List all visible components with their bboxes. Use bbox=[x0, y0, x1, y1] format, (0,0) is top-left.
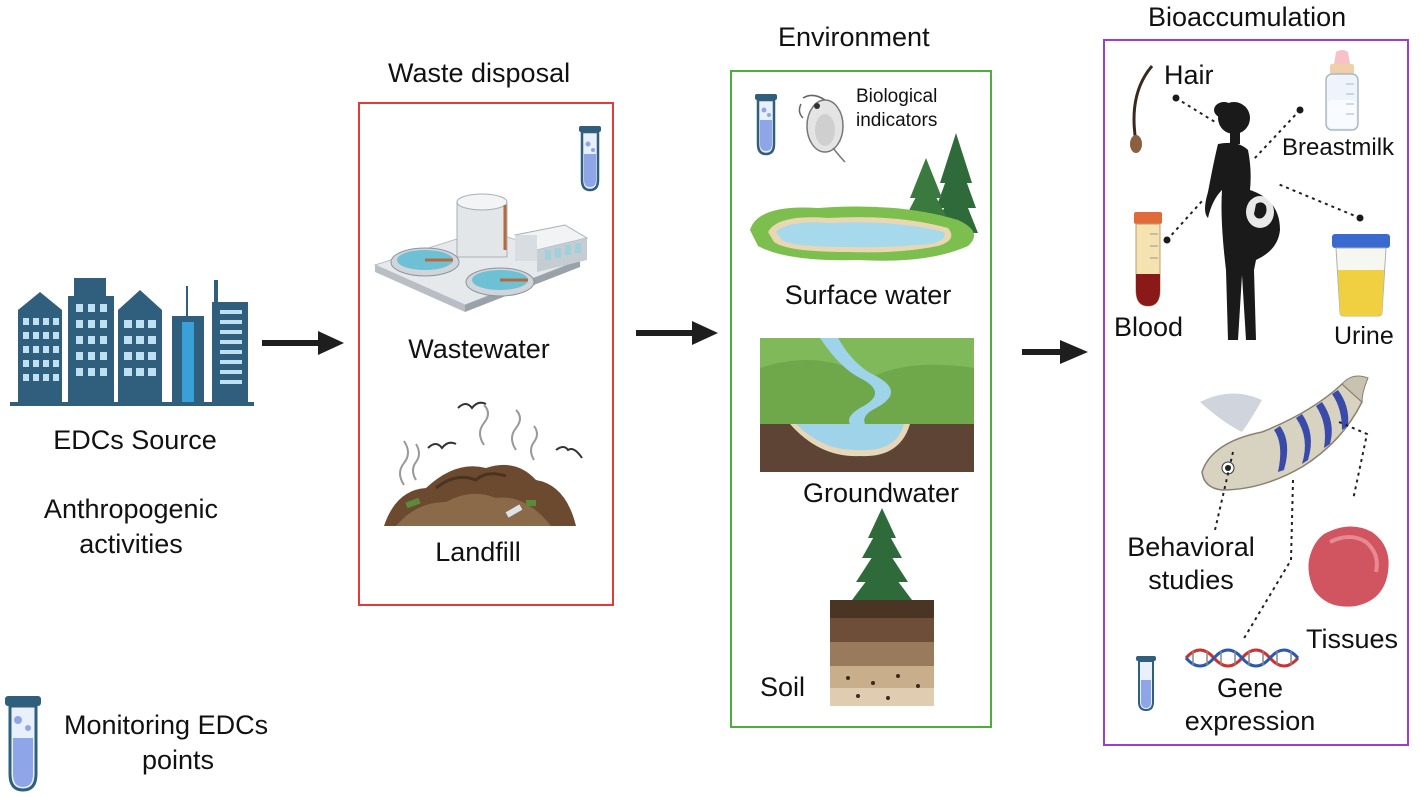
test-tube-icon bbox=[579, 126, 601, 192]
studies-label: studies bbox=[1148, 565, 1234, 595]
hair-icon bbox=[1130, 65, 1154, 153]
tissue-icon bbox=[1308, 526, 1389, 607]
dna-icon bbox=[1184, 648, 1300, 668]
groundwater-icon bbox=[760, 338, 974, 472]
human-connector-lines bbox=[1163, 94, 1364, 244]
waste-disposal-title: Waste disposal bbox=[388, 58, 571, 88]
blood-label: Blood bbox=[1114, 312, 1184, 342]
legend-test-tube-icon bbox=[5, 696, 41, 792]
edcs-source-label: EDCs Source bbox=[53, 425, 217, 455]
indicators-label: indicators bbox=[856, 110, 938, 131]
expression-label: expression bbox=[1184, 706, 1316, 736]
landfill-icon bbox=[384, 401, 583, 526]
fish-connector-lines bbox=[1214, 421, 1369, 641]
environment-box bbox=[730, 70, 992, 728]
groundwater-label: Groundwater bbox=[802, 478, 960, 508]
bioaccumulation-box bbox=[1103, 39, 1409, 746]
blood-tube-icon bbox=[1134, 212, 1162, 307]
wastewater-plant-icon bbox=[373, 193, 589, 312]
pregnant-woman-icon bbox=[1205, 102, 1280, 340]
anthropogenic-label: Anthropogenic bbox=[43, 494, 219, 524]
test-tube-icon bbox=[1136, 656, 1156, 712]
biological-label: Biological bbox=[856, 86, 938, 107]
surface-water-label: Surface water bbox=[784, 280, 952, 310]
legend-line2: points bbox=[141, 745, 215, 775]
waste-disposal-box bbox=[358, 102, 614, 606]
urine-cup-icon bbox=[1332, 234, 1390, 317]
wastewater-label: Wastewater bbox=[408, 334, 550, 364]
arrow-right-icon bbox=[1022, 340, 1088, 364]
gene-label: Gene bbox=[1216, 673, 1284, 703]
arrow-right-icon bbox=[636, 321, 718, 345]
landfill-label: Landfill bbox=[435, 537, 521, 567]
zebrafish-icon bbox=[1200, 375, 1369, 491]
urine-label: Urine bbox=[1334, 322, 1394, 350]
arrow-right-icon bbox=[262, 331, 344, 355]
legend-line1: Monitoring EDCs bbox=[64, 710, 269, 740]
baby-bottle-icon bbox=[1325, 50, 1359, 131]
daphnia-icon bbox=[798, 94, 846, 163]
hair-label: Hair bbox=[1164, 60, 1214, 90]
soil-label: Soil bbox=[760, 672, 806, 702]
activities-label: activities bbox=[79, 529, 183, 559]
breastmilk-label: Breastmilk bbox=[1282, 134, 1395, 161]
test-tube-icon bbox=[755, 94, 777, 156]
bioaccumulation-title: Bioaccumulation bbox=[1148, 2, 1347, 32]
behavioral-label: Behavioral bbox=[1127, 532, 1255, 562]
city-icon bbox=[10, 278, 254, 406]
surface-water-icon bbox=[750, 133, 978, 261]
tissues-label: Tissues bbox=[1306, 624, 1399, 654]
soil-icon bbox=[830, 508, 934, 706]
environment-title: Environment bbox=[778, 22, 930, 52]
